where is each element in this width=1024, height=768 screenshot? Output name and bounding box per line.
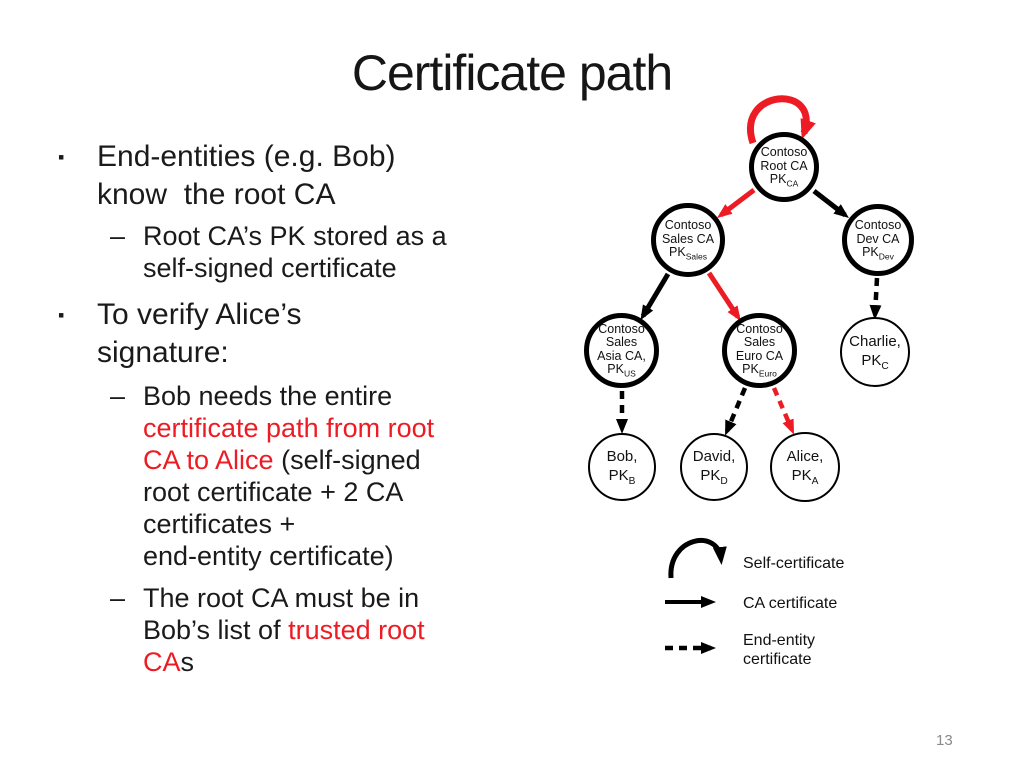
node-pk: PKB [608, 466, 636, 487]
arrow-sales-to-asia [640, 272, 671, 321]
node-label: Asia CA, [597, 348, 646, 363]
node-label: Euro CA [735, 348, 784, 363]
node-contoso-sales-asia-ca: Contoso Sales Asia CA, PKUS [584, 313, 659, 388]
bullet-line: certificates + [143, 509, 295, 540]
node-label: Contoso [736, 321, 783, 336]
dash-icon: – [110, 221, 126, 251]
legend-self-certificate-arrow-icon [668, 538, 727, 579]
bullet-text: (self-signed [273, 445, 421, 475]
bullet-square-icon: ▪ [58, 305, 65, 325]
bullet-text-highlight: CA [143, 647, 181, 677]
bullet-text: To verify Alice’s [97, 298, 302, 331]
node-label: Contoso [664, 218, 712, 232]
certificate-tree-diagram: Contoso Root CA PKCA Contoso Sales CA PK… [555, 85, 1024, 700]
arrow-sales-to-euro [706, 271, 741, 322]
diagram-arrows [616, 95, 882, 654]
node-bob: Bob, PKB [588, 433, 656, 501]
bullet-line: self-signed certificate [143, 253, 397, 284]
bullet-line: end-entity certificate) [143, 541, 394, 572]
bullet-line: root certificate + 2 CA [143, 477, 403, 508]
bullet-line: ▪ To verify Alice’s [58, 298, 302, 332]
node-label: Sales CA [661, 231, 715, 246]
bullet-text-highlight: CA to Alice [143, 445, 274, 475]
bullet-text: End-entities (e.g. Bob) [97, 140, 396, 173]
bullet-line: –Bob needs the entire [110, 381, 392, 412]
legend-self-certificate-label: Self-certificate [743, 555, 845, 572]
bullet-line: certificate path from root [143, 413, 434, 444]
bullet-text: The root CA must be in [143, 583, 420, 613]
node-pk: PKC [861, 351, 889, 372]
bullet-line: signature: [97, 336, 229, 370]
bullet-text: root certificate + 2 CA [143, 477, 404, 507]
bullet-line: CAs [143, 647, 194, 678]
node-label: Sales [605, 335, 638, 350]
bullet-text: Bob needs the entire [143, 381, 393, 411]
bullet-text: know the root CA [97, 178, 336, 211]
page-title: Certificate path [351, 45, 673, 101]
arrow-euro-to-david [724, 387, 748, 436]
bullet-text: Bob’s list of [143, 615, 289, 645]
bullet-line: CA to Alice (self-signed [143, 445, 421, 476]
node-pk: PKCA [769, 172, 799, 189]
bullet-text: self-signed certificate [143, 253, 397, 283]
node-pk: PKUS [607, 362, 636, 379]
bullet-text-highlight: certificate path from root [143, 413, 435, 443]
node-alice: Alice, PKA [770, 432, 840, 502]
bullet-text-highlight: trusted root [288, 615, 425, 645]
node-pk: PKDev [862, 245, 894, 262]
bullet-line: know the root CA [97, 178, 335, 212]
node-label: Alice, [786, 447, 824, 465]
bullet-square-icon: ▪ [58, 147, 65, 167]
bullet-text: signature: [97, 336, 229, 369]
node-contoso-root-ca: Contoso Root CA PKCA [749, 132, 819, 202]
node-pk: PKEuro [742, 362, 777, 379]
arrow-dev-to-charlie [869, 277, 882, 320]
node-label: Sales [743, 335, 776, 350]
node-contoso-dev-ca: Contoso Dev CA PKDev [842, 204, 914, 276]
node-label: Contoso [854, 218, 902, 232]
node-label: Contoso [760, 145, 808, 159]
node-david: David, PKD [680, 433, 748, 501]
bullet-text: s [180, 647, 195, 677]
node-pk: PKSales [669, 245, 707, 262]
node-label: Bob, [606, 447, 638, 465]
bullet-line: Bob’s list of trusted root [143, 615, 425, 646]
bullet-line: –The root CA must be in [110, 583, 419, 614]
node-label: David, [692, 447, 736, 465]
page-number: 13 [936, 732, 953, 749]
node-contoso-sales-euro-ca: Contoso Sales Euro CA PKEuro [722, 313, 797, 388]
node-charlie: Charlie, PKC [840, 317, 910, 387]
arrow-euro-to-alice [771, 387, 795, 435]
arrow-root-to-dev [812, 189, 849, 219]
legend-ca-certificate-label: CA certificate [743, 595, 838, 612]
node-pk: PKA [791, 466, 819, 487]
legend-end-entity-certificate-label: End-entity certificate [743, 632, 816, 668]
bullet-line: –Root CA’s PK stored as a [110, 221, 447, 252]
bullet-text: certificates + [143, 509, 296, 539]
node-label: Dev CA [856, 231, 900, 246]
node-label: Charlie, [849, 332, 901, 350]
dash-icon: – [110, 381, 126, 411]
bullet-text: Root CA’s PK stored as a [143, 221, 447, 251]
self-certificate-arrow-icon [747, 95, 816, 145]
node-contoso-sales-ca: Contoso Sales CA PKSales [651, 203, 725, 277]
dash-icon: – [110, 583, 126, 613]
bullet-line: ▪ End-entities (e.g. Bob) [58, 140, 396, 174]
bullet-text: end-entity certificate) [143, 541, 394, 571]
node-pk: PKD [700, 466, 728, 487]
arrow-root-to-sales [717, 188, 756, 219]
node-label: Root CA [760, 158, 808, 173]
node-label: Contoso [598, 321, 645, 336]
